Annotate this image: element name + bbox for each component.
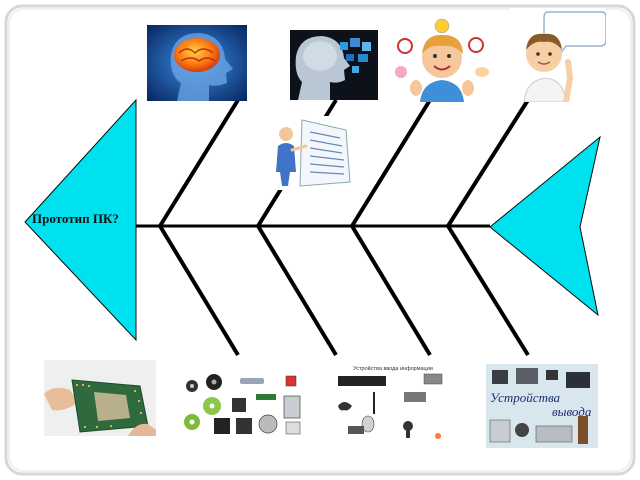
bone-bottom-2 (256, 224, 338, 357)
output-devices-caption-line1: Устройства (490, 390, 561, 405)
bone-top-1 (158, 98, 240, 228)
boy-thinking-picture (510, 8, 606, 102)
brain-head-picture (147, 25, 247, 101)
output-devices-picture: Устройства вывода (486, 364, 598, 448)
output-devices-caption-line2: вывода (552, 404, 592, 419)
fish-head (24, 98, 137, 342)
digital-head-picture (290, 30, 378, 100)
bone-bottom-4 (446, 224, 530, 357)
bone-bottom-3 (350, 224, 432, 357)
storage-media-picture (180, 372, 304, 436)
bone-top-4 (446, 98, 530, 228)
head-label: Прототип ПК? (32, 211, 119, 226)
person-with-document-picture (272, 116, 354, 190)
bone-bottom-1 (158, 224, 240, 357)
cpu-chip-picture (44, 360, 156, 436)
child-senses-picture (392, 18, 492, 102)
fish-tail (489, 135, 601, 317)
input-devices-picture: Устройства ввода информации (334, 362, 452, 442)
input-devices-caption: Устройства ввода информации (353, 365, 433, 372)
bone-top-3 (350, 98, 432, 228)
